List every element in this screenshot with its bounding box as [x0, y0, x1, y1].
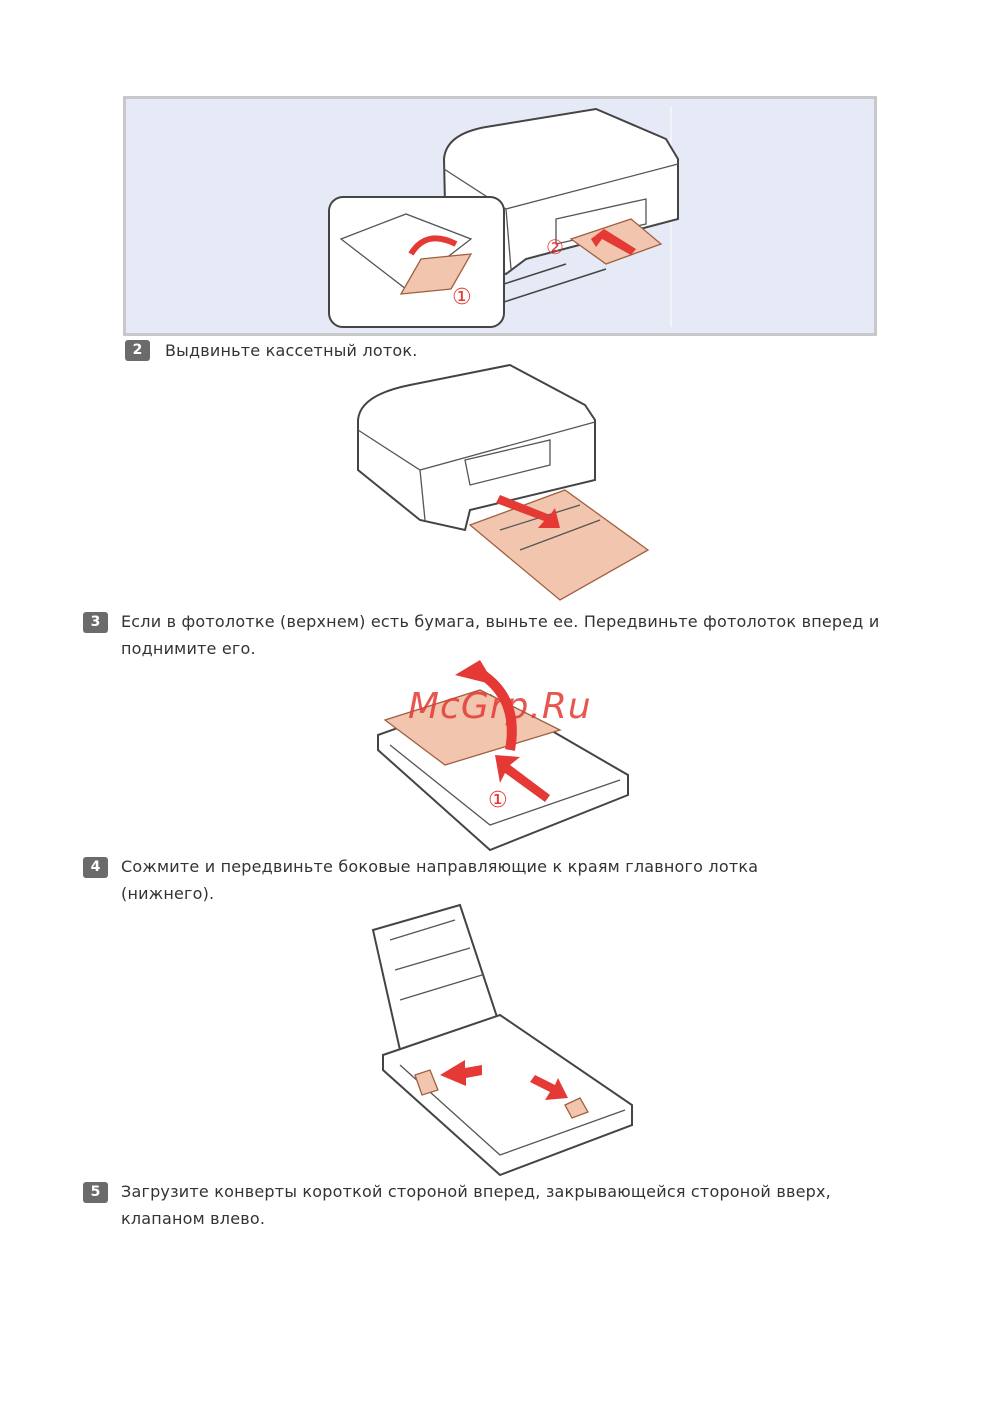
- callout-1: ①: [452, 285, 472, 310]
- callout-1: ①: [488, 788, 508, 813]
- step-badge: 2: [125, 340, 150, 361]
- step-badge: 5: [83, 1182, 108, 1203]
- step-badge: 4: [83, 857, 108, 878]
- step-text-cont: (нижнего).: [121, 884, 215, 903]
- callout-2: ②: [546, 235, 564, 259]
- step-badge: 3: [83, 612, 108, 633]
- watermark: McGrp.Ru: [408, 686, 592, 727]
- step-text-cont: клапаном влево.: [121, 1209, 266, 1228]
- photo-tray-illustration: ①: [377, 660, 629, 852]
- step-text: Если в фотолотке (верхнем) есть бумага, …: [121, 612, 880, 631]
- step-text: Загрузите конверты короткой стороной впе…: [121, 1182, 831, 1201]
- printer-cassette-illustration: [357, 363, 650, 601]
- step-text: Выдвиньте кассетный лоток.: [165, 341, 418, 360]
- figure-panel-step1: ② ①: [123, 96, 877, 336]
- main-tray-guides-illustration: [371, 903, 633, 1177]
- printer-output-tray-illustration: ② ①: [328, 107, 679, 328]
- step-text-cont: поднимите его.: [121, 639, 256, 658]
- step-text: Сожмите и передвиньте боковые направляющ…: [121, 857, 759, 876]
